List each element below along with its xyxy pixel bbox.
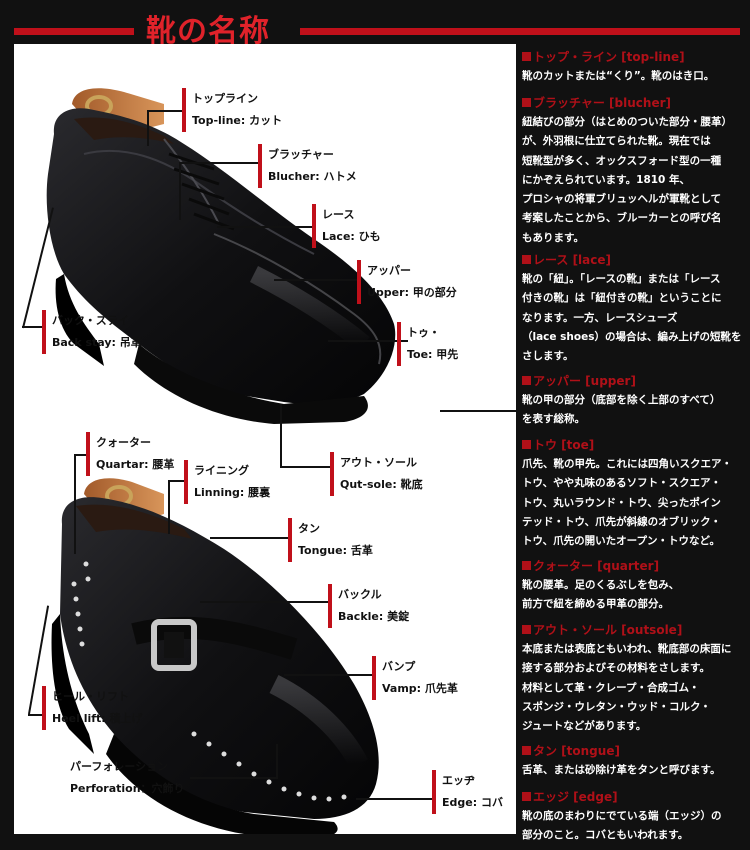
glossary-body-tongue: 舌革、または砂除け革をタンと呼びます。 — [522, 764, 721, 776]
leader-outsole — [280, 466, 330, 468]
leader-heel-lift — [28, 714, 46, 716]
label-toe: トゥ・Toe: 甲先 — [397, 322, 458, 366]
leader-lining — [168, 480, 186, 482]
header-bar-right — [300, 28, 740, 35]
leader-toe — [328, 340, 408, 342]
glossary-body-edge: 靴の底のまわりにでている端（エッジ）の部分のこと。コバともいわれます。 — [522, 810, 722, 842]
glossary-panel: トップ・ライン [top-line] 靴のカットまたは“くり”。靴のはき口。 ブ… — [522, 44, 744, 844]
glossary-heading-outsole: アウト・ソール [outsole] — [522, 621, 682, 638]
leader-outsole-v — [280, 404, 282, 466]
blucher-shoe — [46, 88, 396, 424]
leader-vamp — [284, 674, 374, 676]
page-title: 靴の名称 — [146, 14, 270, 49]
leader-quarter — [74, 454, 90, 456]
glossary-body-blucher: 紐結びの部分（はとめのついた部分・腰革）が、外羽根に仕立てられた靴。現在では短靴… — [522, 116, 732, 244]
leader-tongue — [210, 537, 290, 539]
leader-buckle — [200, 601, 330, 603]
leader-lining-v — [168, 480, 170, 534]
leader-back-stay — [22, 326, 46, 328]
glossary-body-upper: 靴の甲の部分（底部を除く上部のすべて）を表す総称。 — [522, 394, 721, 426]
glossary-body-outsole: 本底または表底ともいわれ、靴底部の床面に接する部分およびその材料をさします。材料… — [522, 643, 732, 733]
glossary-heading-lace: レース [lace] — [522, 251, 611, 268]
glossary-heading-blucher: ブラッチャー [blucher] — [522, 94, 671, 111]
leader-edge — [356, 798, 432, 800]
leader-blucher — [179, 162, 259, 164]
leader-perforation-v — [276, 744, 278, 778]
leader-lace — [217, 226, 313, 228]
glossary-heading-upper: アッパー [upper] — [522, 372, 636, 389]
glossary-heading-top-line: トップ・ライン [top-line] — [522, 48, 685, 65]
glossary-body-quarter: 靴の腰革。足のくるぶしを包み、前方で紐を締める甲革の部分。 — [522, 579, 680, 611]
glossary-heading-toe: トウ [toe] — [522, 436, 594, 453]
leader-upper — [274, 279, 358, 281]
leader-top-line — [147, 110, 183, 112]
leader-quarter-v — [74, 454, 76, 554]
header: 靴の名称 — [0, 0, 750, 49]
glossary-body-toe: 爪先、靴の甲先。これには四角いスクエア・トウ、やや丸味のあるソフト・スクエア・ト… — [522, 458, 732, 548]
connector-line — [440, 410, 522, 412]
leader-top-line-v — [147, 110, 149, 146]
leader-blucher-v — [179, 162, 181, 220]
monk-strap-shoe — [51, 478, 379, 834]
glossary-heading-quarter: クォーター [quarter] — [522, 557, 659, 574]
glossary-heading-edge: エッジ [edge] — [522, 788, 618, 805]
glossary-heading-tongue: タン [tongue] — [522, 742, 620, 759]
glossary-body-lace: 靴の「紐」。「レースの靴」または「レース付きの靴」は「紐付きの靴」ということにな… — [522, 273, 742, 363]
leader-perforation — [190, 777, 278, 779]
header-bar-left — [14, 28, 134, 35]
shoe-illustration — [46, 88, 396, 834]
glossary-body-top-line: 靴のカットまたは“くり”。靴のはき口。 — [522, 70, 715, 82]
